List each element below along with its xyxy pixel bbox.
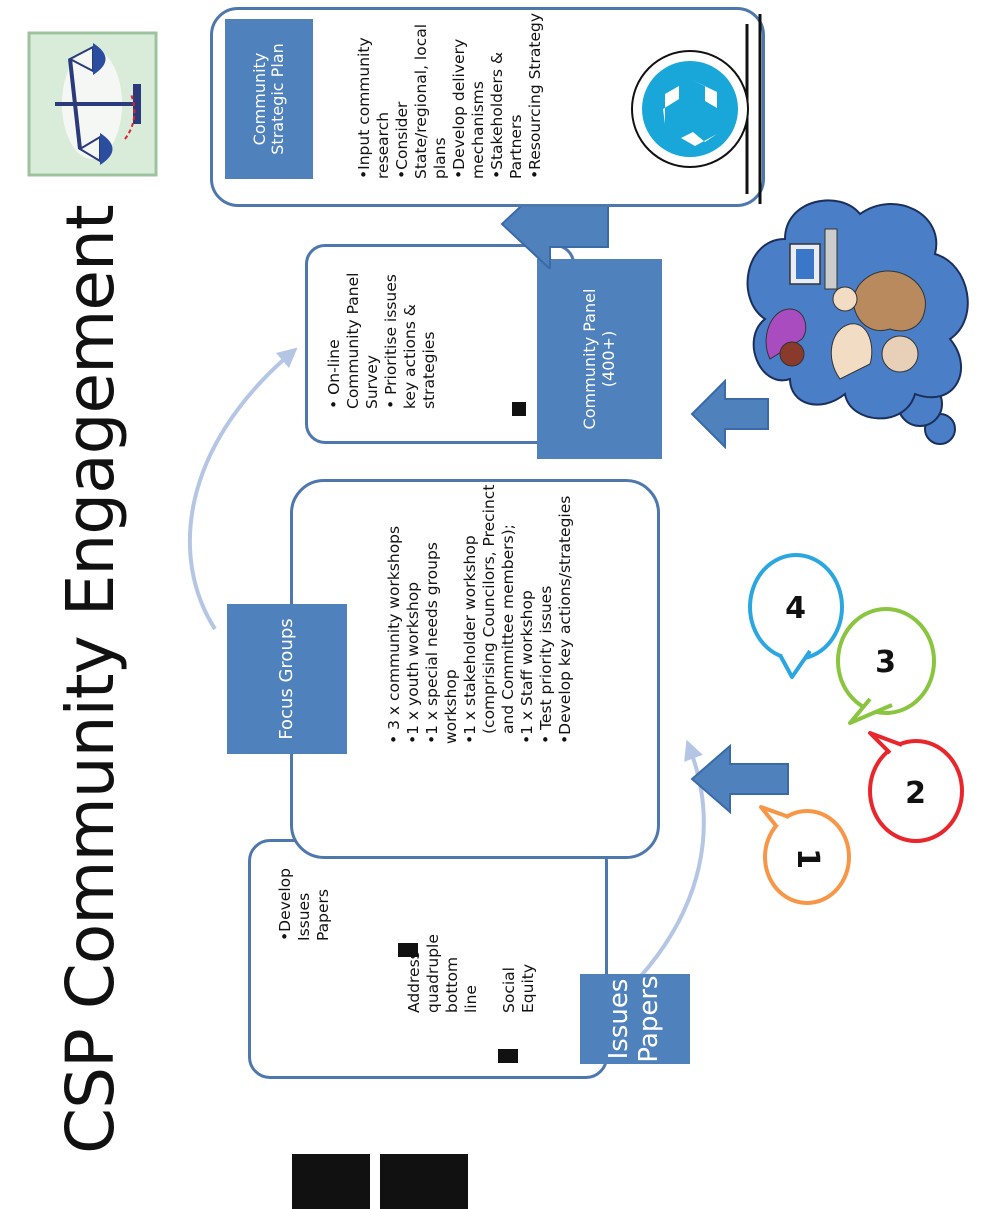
scales-of-justice-icon [25,29,160,179]
speech-bubble-4: 4 [740,549,850,679]
thought-cloud [730,189,1000,449]
speech-bubble-1: 1 [755,799,855,909]
focus-item: •1 x Staff workshop [518,590,536,744]
plan-item: •Consider State/regional, local plans [393,23,449,179]
issues-item-3: Social Equity [500,963,537,1013]
plan-item: •Develop delivery mechanisms [450,38,487,179]
people-at-computer-icon [765,228,926,380]
plan-item: •Stakeholders & Partners [488,52,525,179]
speech-bubble-3: 3 [830,599,940,729]
focus-item: (comprising Councilors, Precinct [480,484,498,734]
focus-item: •1 x special needs groups workshop [423,542,460,744]
strategic-plan-list: •Input community research •Consider Stat… [355,9,545,179]
text-cursor-marker [512,402,526,416]
focus-item: • 3 x community workshops [385,525,403,744]
bullet-marker [498,1049,518,1063]
focus-item: •Develop key actions/strategies [556,495,574,744]
speech-bubble-3-label: 3 [875,645,896,681]
recycle-icon [625,14,765,204]
focus-item: • Test priority issues [537,585,555,744]
focus-groups-list: • 3 x community workshops •1 x youth wor… [385,484,575,744]
speech-bubble-4-label: 4 [785,591,806,627]
issues-item-1: •Develop Issues Papers [276,868,332,941]
speech-bubble-2-label: 2 [905,776,926,812]
issues-item-2: Address quadruple bottom line [405,934,480,1013]
left-arrow-cloud [690,379,769,449]
plan-item: •Resourcing Strategy [526,13,544,179]
focus-item: •1 x youth workshop [404,581,422,744]
plan-item: •Input community research [355,37,392,179]
panel-item: • On-line Community Panel Survey [325,272,381,409]
left-arrow-bubbles [690,744,789,814]
connector-focus-to-panel [187,347,298,631]
issues-papers-label: Issues Papers [580,974,690,1064]
focus-groups-label: Focus Groups [227,604,347,754]
panel-item: • Prioritise issues key actions & strate… [382,274,438,409]
speech-bubble-1-label: 1 [790,848,825,869]
speech-bubble-2: 2 [860,729,970,849]
focus-item: •1 x stakeholder workshop [461,535,479,744]
community-panel-label: Community Panel (400+) [537,259,662,459]
strategic-plan-label: Community Strategic Plan [225,19,313,179]
community-panel-list: • On-line Community Panel Survey • Prior… [325,249,439,409]
focus-item: and Committee members); [499,524,517,734]
